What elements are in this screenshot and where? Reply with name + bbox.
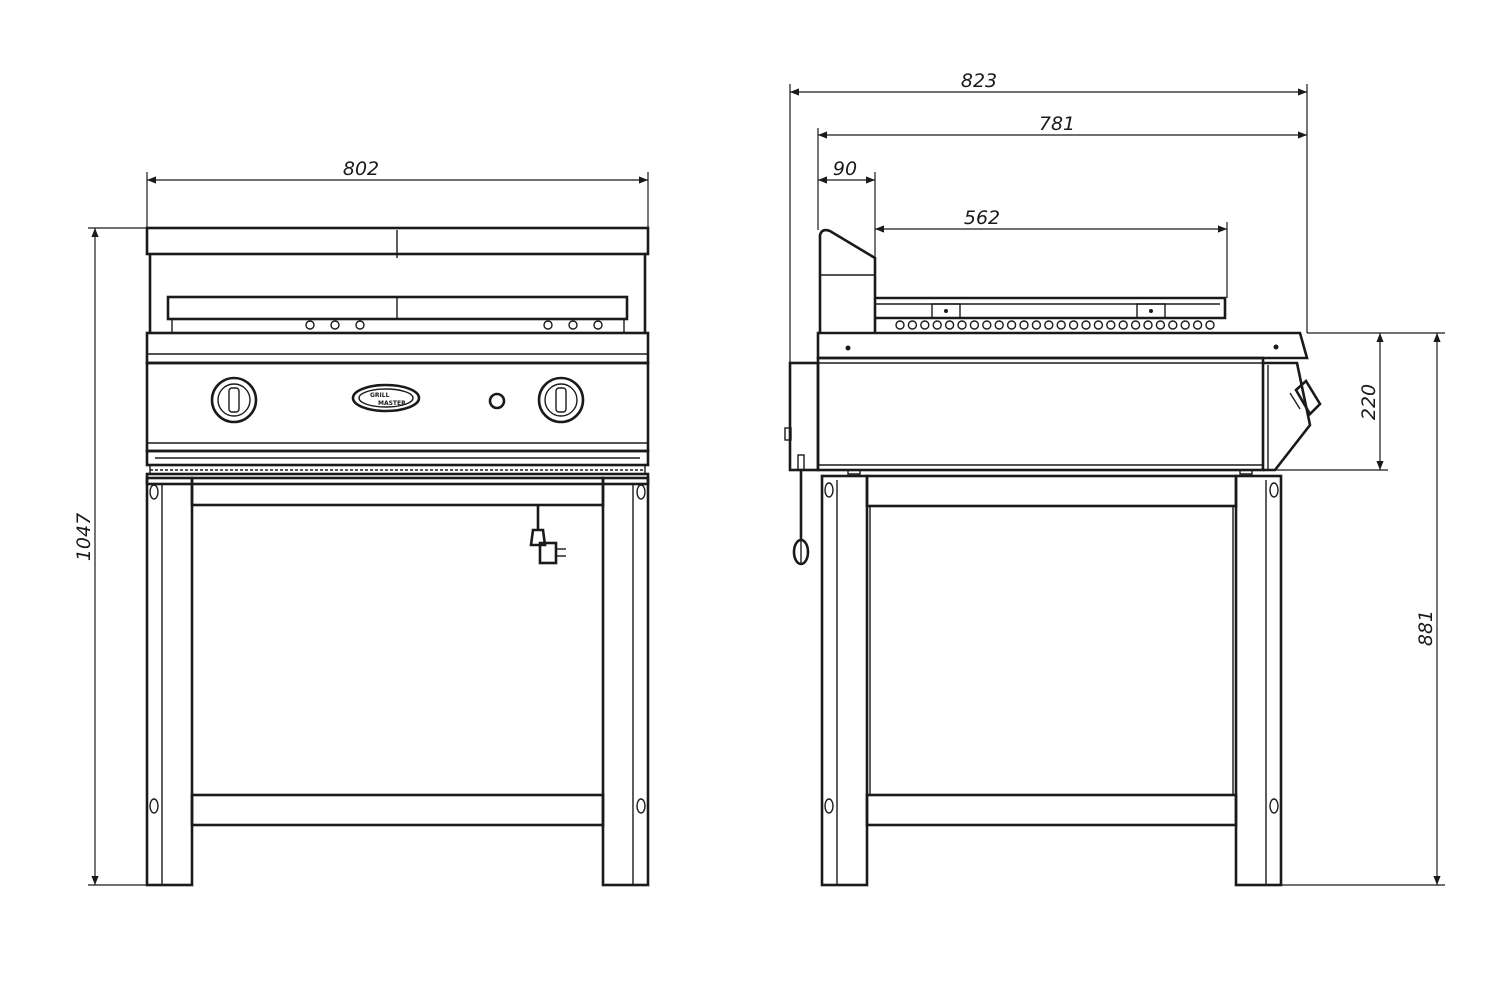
burner-hole — [907, 320, 918, 330]
indicator-light-icon — [488, 392, 506, 410]
dim-stand-height-label: 881 — [1415, 610, 1437, 646]
logo-line1: GRILL — [370, 392, 390, 399]
burner-hole — [1068, 320, 1079, 330]
burner-hole — [1192, 320, 1203, 330]
dim-side-depth-overall: 823 — [789, 70, 1308, 363]
dim-body-height-label: 220 — [1358, 384, 1380, 420]
power-plug-icon — [529, 505, 566, 565]
burner-hole — [895, 320, 905, 330]
burner-hole — [920, 320, 930, 330]
dim-side-depth-body-label: 781 — [1039, 113, 1075, 135]
burner-hole — [1019, 320, 1029, 330]
burner-hole — [1130, 320, 1141, 330]
side-burner-holes — [895, 320, 1215, 330]
burner-hole — [982, 320, 992, 330]
burner-hole — [969, 320, 980, 330]
dim-total-height-label: 1047 — [73, 513, 95, 561]
burner-hole — [1106, 320, 1116, 330]
dim-side-depth-overall-label: 823 — [961, 70, 997, 92]
dim-stand-height: 881 — [1281, 332, 1445, 886]
burner-hole — [1093, 320, 1104, 330]
dim-front-width-label: 802 — [343, 158, 379, 180]
burner-hole — [1031, 320, 1042, 330]
dim-grill-surface-depth-label: 562 — [964, 207, 1000, 229]
dim-total-height: 1047 — [73, 227, 147, 886]
logo-line2: MASTER — [378, 400, 406, 407]
burner-hole — [1056, 320, 1066, 330]
burner-hole — [1205, 320, 1215, 330]
side-view: 823 781 90 562 220 — [784, 70, 1445, 887]
burner-holes-left — [305, 320, 365, 330]
control-knob-icon — [537, 376, 585, 424]
burner-hole — [1180, 320, 1190, 330]
burner-hole — [1155, 320, 1166, 330]
burner-hole — [944, 320, 955, 330]
dim-backsplash-depth-label: 90 — [833, 158, 857, 180]
burner-hole — [1168, 320, 1178, 330]
dim-front-width: 802 — [146, 158, 649, 228]
burner-hole — [932, 320, 942, 330]
control-knob-icon — [210, 376, 258, 424]
burner-holes-right — [543, 320, 603, 330]
dim-side-depth-body: 781 — [817, 113, 1307, 230]
burner-hole — [1006, 320, 1017, 330]
side-knob-icon — [1289, 378, 1322, 417]
burner-hole — [957, 320, 967, 330]
burner-hole — [994, 320, 1004, 330]
dim-grill-surface-depth: 562 — [875, 207, 1228, 298]
brand-logo: GRILL MASTER — [351, 383, 421, 413]
side-cable-plug-icon — [792, 454, 810, 566]
dim-backsplash-depth: 90 — [818, 158, 876, 258]
front-view: GRILL MASTER 802 — [73, 158, 650, 887]
burner-hole — [1081, 320, 1091, 330]
burner-hole — [1118, 320, 1128, 330]
dim-body-height: 220 — [1275, 332, 1388, 471]
burner-hole — [1143, 320, 1153, 330]
burner-hole — [1044, 320, 1054, 330]
